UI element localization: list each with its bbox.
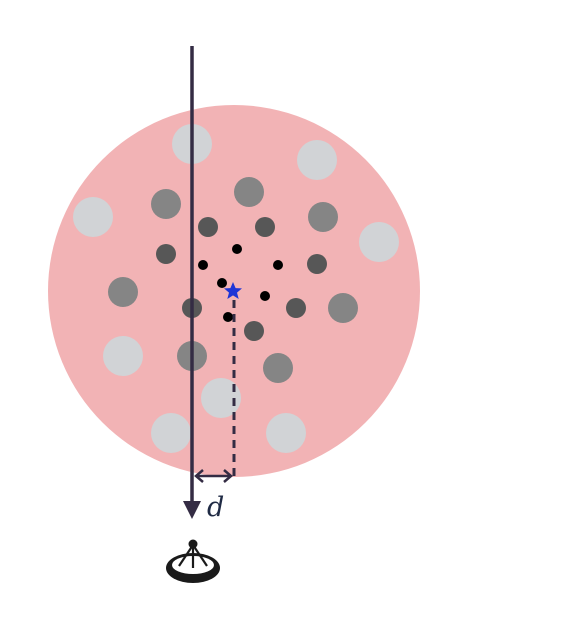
outer-blob xyxy=(266,413,306,453)
middle-blob xyxy=(108,277,138,307)
outer-blob xyxy=(297,140,337,180)
outer-blob xyxy=(103,336,143,376)
outer-blob xyxy=(73,197,113,237)
core-dot xyxy=(232,244,242,254)
offset-label: d xyxy=(207,492,224,523)
outer-blob xyxy=(359,222,399,262)
telescope-dish-icon xyxy=(166,539,220,583)
outer-ring xyxy=(73,124,399,453)
outer-blob xyxy=(151,413,191,453)
core-dots xyxy=(198,244,283,322)
inner-blob xyxy=(156,244,176,264)
line-of-sight-arrowhead xyxy=(183,501,201,519)
outer-blob xyxy=(201,378,241,418)
inner-blob xyxy=(244,321,264,341)
inner-blob xyxy=(307,254,327,274)
star-icon xyxy=(224,282,242,299)
core-dot xyxy=(273,260,283,270)
core-dot xyxy=(260,291,270,301)
inner-blob xyxy=(286,298,306,318)
middle-blob xyxy=(151,189,181,219)
middle-blob xyxy=(308,202,338,232)
inner-blob xyxy=(255,217,275,237)
middle-blob xyxy=(234,177,264,207)
inner-blob xyxy=(198,217,218,237)
middle-blob xyxy=(328,293,358,323)
core-dot xyxy=(217,278,227,288)
core-dot xyxy=(223,312,233,322)
middle-blob xyxy=(263,353,293,383)
middle-ring xyxy=(108,177,358,383)
offset-arrow xyxy=(194,469,233,483)
core-dot xyxy=(198,260,208,270)
